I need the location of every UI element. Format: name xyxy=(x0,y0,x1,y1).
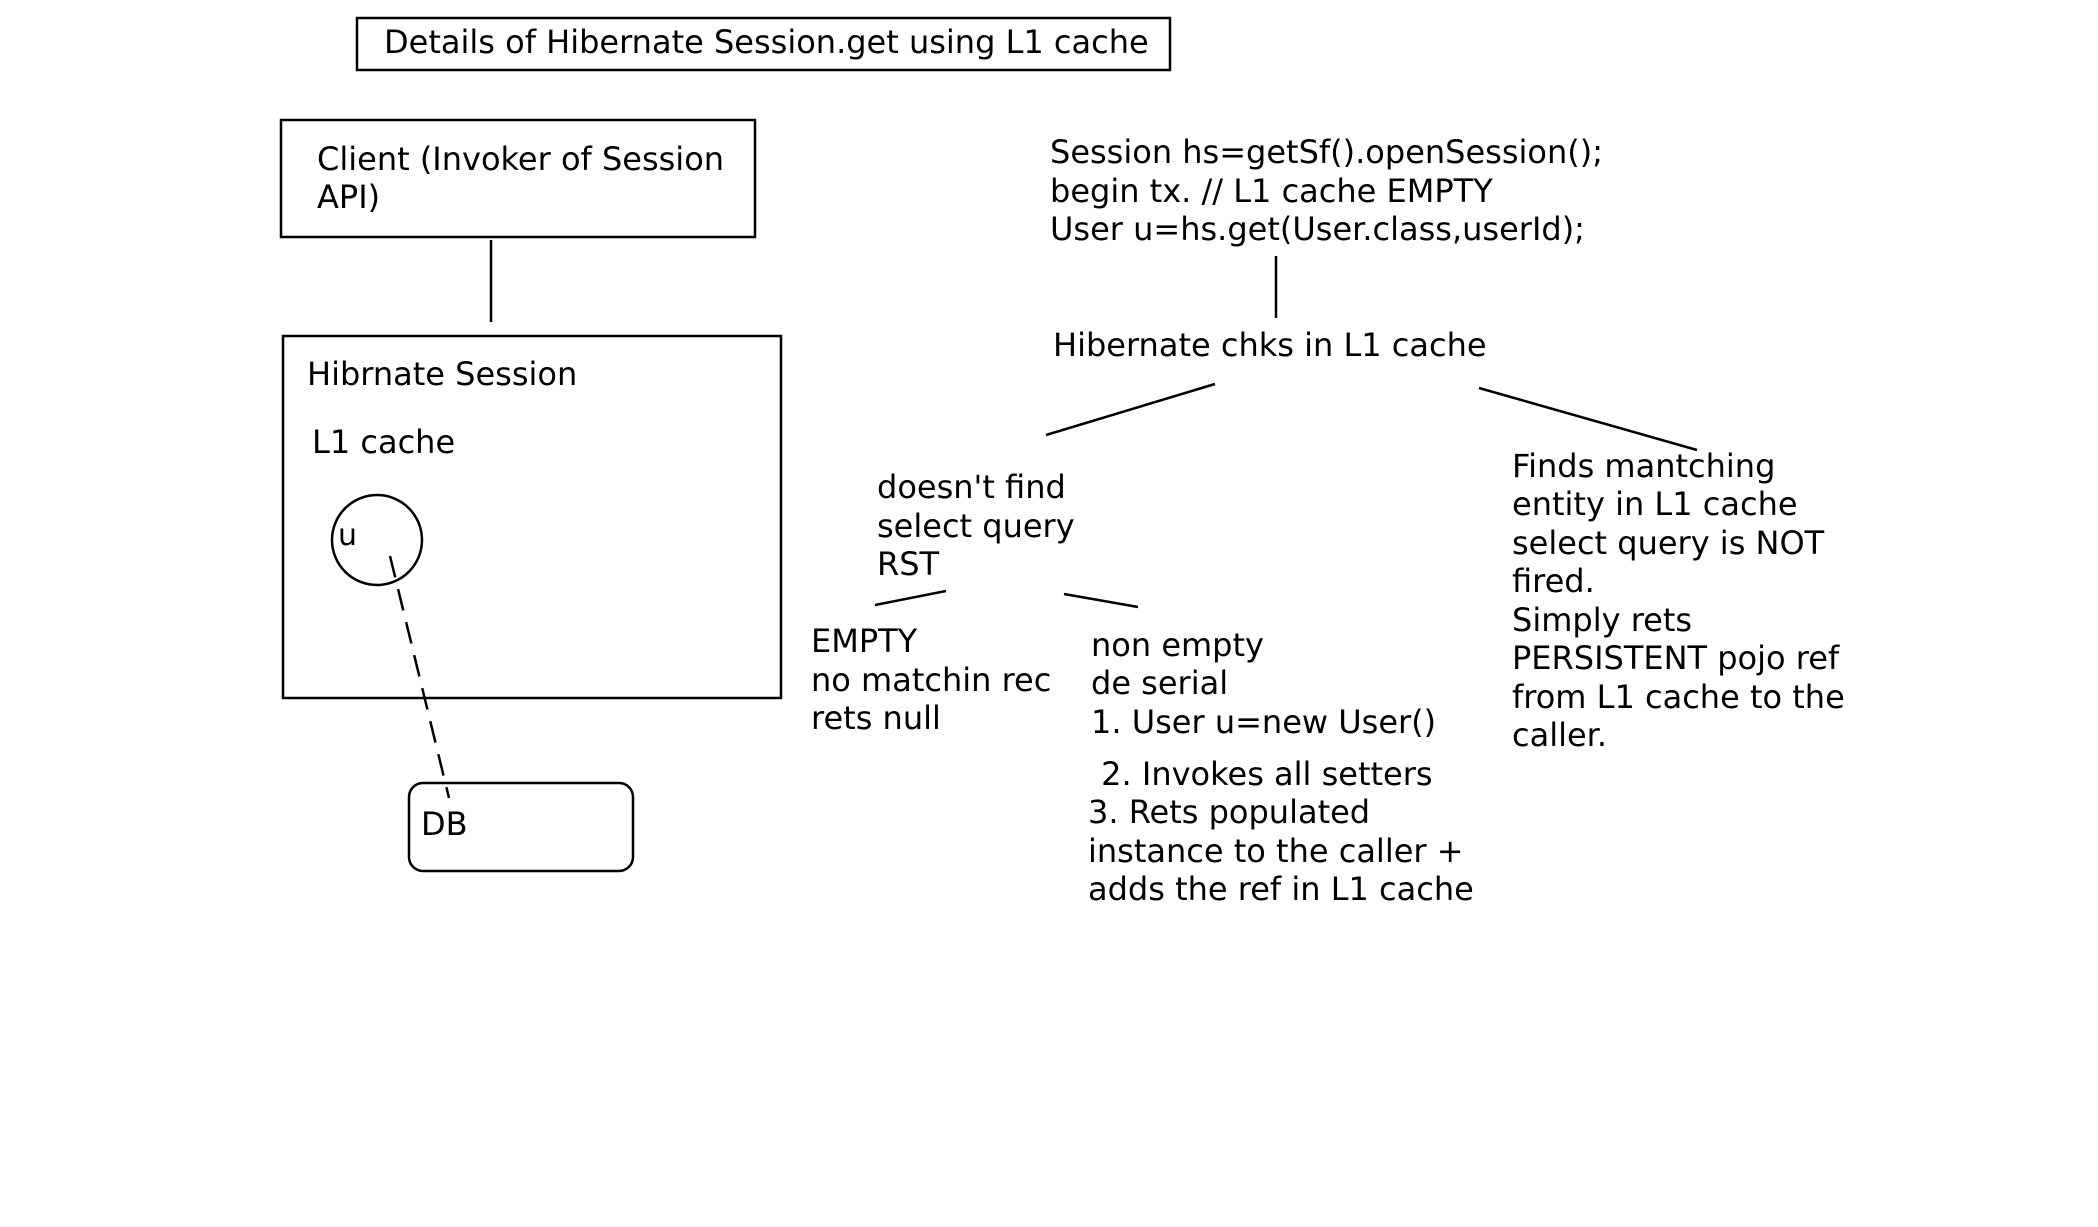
db-label: DB xyxy=(421,805,468,843)
db-box: DB xyxy=(407,781,635,873)
found-line-2: entity in L1 cache xyxy=(1512,485,1798,523)
branch-empty-line xyxy=(874,589,947,607)
nonempty-line-4: 2. Invokes all setters xyxy=(1091,755,1433,793)
found-line-7: from L1 cache to the xyxy=(1512,678,1845,716)
branch-found-line xyxy=(1478,386,1698,452)
not-found-line-3: RST xyxy=(877,545,940,583)
client-label-line-2: API) xyxy=(317,178,380,216)
empty-branch-node: EMPTY no matchin rec rets null xyxy=(811,622,1051,737)
nonempty-line-7: adds the ref in L1 cache xyxy=(1088,870,1474,908)
nonempty-line-3: 1. User u=new User() xyxy=(1091,703,1436,741)
code-line-2: begin tx. // L1 cache EMPTY xyxy=(1050,172,1493,210)
nonempty-line-6: instance to the caller + xyxy=(1088,832,1464,870)
found-line-6: PERSISTENT pojo ref xyxy=(1512,639,1840,677)
diagram-title: Details of Hibernate Session.get using L… xyxy=(384,23,1149,61)
empty-line-3: rets null xyxy=(811,699,941,737)
found-line-1: Finds mantching xyxy=(1512,447,1775,485)
found-line-8: caller. xyxy=(1512,716,1607,754)
session-box: Hibrnate Session L1 cache u xyxy=(281,334,783,700)
empty-line-2: no matchin rec xyxy=(811,661,1051,699)
nonempty-line-1: non empty xyxy=(1091,626,1264,664)
client-box: Client (Invoker of Session API) xyxy=(279,118,757,239)
found-line-5: Simply rets xyxy=(1512,601,1692,639)
title-box: Details of Hibernate Session.get using L… xyxy=(355,16,1172,72)
cached-entity-label: u xyxy=(338,518,357,553)
code-block: Session hs=getSf().openSession(); begin … xyxy=(1050,133,1603,248)
code-line-3: User u=hs.get(User.class,userId); xyxy=(1050,210,1585,248)
not-found-line-1: doesn't find xyxy=(877,468,1066,506)
client-label-line-1: Client (Invoker of Session xyxy=(317,140,724,178)
found-branch-node: Finds mantching entity in L1 cache selec… xyxy=(1512,447,1845,754)
found-line-3: select query is NOT xyxy=(1512,524,1825,562)
not-found-node: doesn't find select query RST xyxy=(877,468,1075,583)
found-line-4: fired. xyxy=(1512,562,1595,600)
branch-nonempty-line xyxy=(1063,592,1139,609)
nonempty-line-5: 3. Rets populated xyxy=(1088,793,1370,831)
nonempty-line-2: de serial xyxy=(1091,664,1228,702)
session-title: Hibrnate Session xyxy=(307,355,577,393)
empty-line-1: EMPTY xyxy=(811,622,918,660)
l1-cache-label: L1 cache xyxy=(312,423,455,461)
branch-not-found-line xyxy=(1045,382,1216,437)
cached-entity-circle xyxy=(330,493,424,587)
check-label: Hibernate chks in L1 cache xyxy=(1053,326,1487,364)
not-found-line-2: select query xyxy=(877,507,1075,545)
entity-db-dashed-link xyxy=(388,555,451,799)
code-line-1: Session hs=getSf().openSession(); xyxy=(1050,133,1603,171)
nonempty-branch-node: non empty de serial 1. User u=new User()… xyxy=(1088,626,1474,908)
